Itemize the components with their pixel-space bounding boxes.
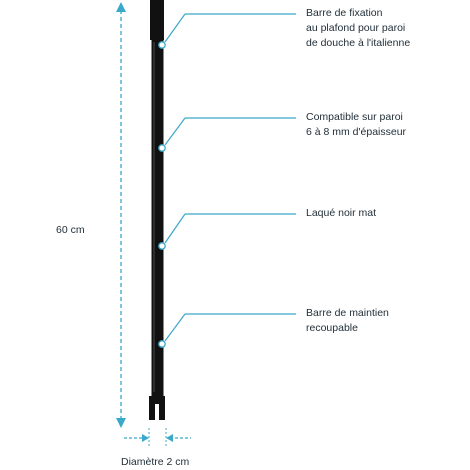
callout-leader-1: [158, 13, 296, 49]
callout-label-line: recoupable: [306, 322, 358, 334]
callout-leader-3: [158, 213, 296, 250]
callout-label-cuttable-bar: Barre de maintien recoupable: [306, 306, 389, 336]
callout-leader-2: [158, 117, 296, 152]
height-dimension-arrow: [116, 2, 126, 428]
callout-label-line: Laqué noir mat: [306, 207, 377, 219]
diameter-dimension-arrows: [124, 428, 191, 446]
callout-label-line: 6 à 8 mm d'épaisseur: [306, 126, 407, 138]
callout-label-line: Compatible sur paroi: [306, 111, 403, 123]
callout-leader-4: [158, 313, 296, 348]
callout-label-line: Barre de fixation: [306, 7, 383, 19]
callout-label-line: de douche à l'italienne: [306, 37, 411, 49]
height-dimension-label: 60 cm: [56, 224, 85, 236]
callout-label-ceiling-bar: Barre de fixation au plafond pour paroi …: [306, 6, 410, 51]
callout-label-line: au plafond pour paroi: [306, 22, 406, 34]
diameter-label: Diamètre 2 cm: [121, 456, 190, 468]
callout-label-finish: Laqué noir mat: [306, 206, 376, 221]
callout-label-compatibility: Compatible sur paroi 6 à 8 mm d'épaisseu…: [306, 110, 406, 140]
ceiling-rod: [149, 0, 165, 420]
callout-label-line: Barre de maintien: [306, 307, 389, 319]
